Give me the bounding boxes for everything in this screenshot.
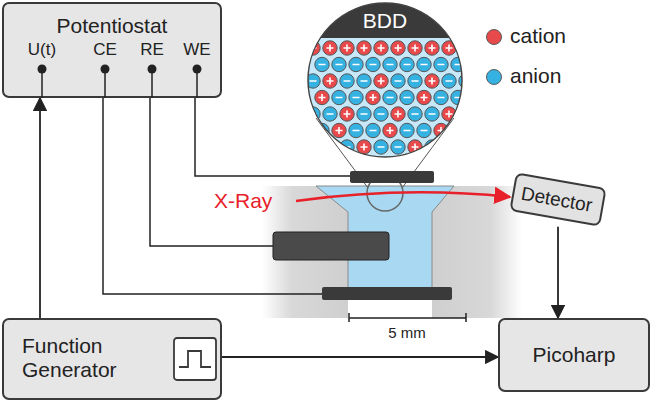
working-electrode (350, 171, 434, 183)
signal-arrow (557, 227, 559, 318)
node-title: Potentiostat (57, 14, 168, 38)
node-title: Function Generator (22, 334, 140, 382)
pin-label: RE (140, 40, 164, 60)
picoharp-box: Picoharp (498, 318, 650, 392)
ce-wire (103, 98, 323, 294)
signal-arrow (222, 356, 498, 358)
legend-text: anion (510, 64, 561, 88)
potentiostat-box: PotentiostatU(t) CE RE WE (2, 2, 222, 98)
scale-bar (349, 313, 466, 322)
counter-electrode (322, 287, 452, 300)
pulse-icon (172, 336, 218, 382)
reference-electrode (273, 232, 389, 260)
we-wire (195, 98, 352, 176)
re-wire (150, 98, 274, 246)
node-title: Detector (519, 183, 594, 217)
pin-label: WE (183, 40, 210, 60)
function-generator-box: Function Generator (2, 318, 222, 400)
bdd-magnified-view: BDD (307, 2, 463, 158)
xray-beam (296, 192, 510, 201)
scale-label: 5 mm (388, 324, 426, 341)
legend-swatch (486, 29, 502, 45)
node-title: Picoharp (533, 343, 616, 367)
legend-text: cation (510, 24, 566, 48)
pin-label: CE (93, 40, 117, 60)
node-title: BDD (363, 9, 407, 33)
detector-box: Detector (509, 172, 606, 226)
signal-arrow (39, 98, 41, 318)
beam-label: X-Ray (214, 189, 272, 213)
legend-swatch (486, 69, 502, 85)
pin-label: U(t) (28, 40, 56, 60)
